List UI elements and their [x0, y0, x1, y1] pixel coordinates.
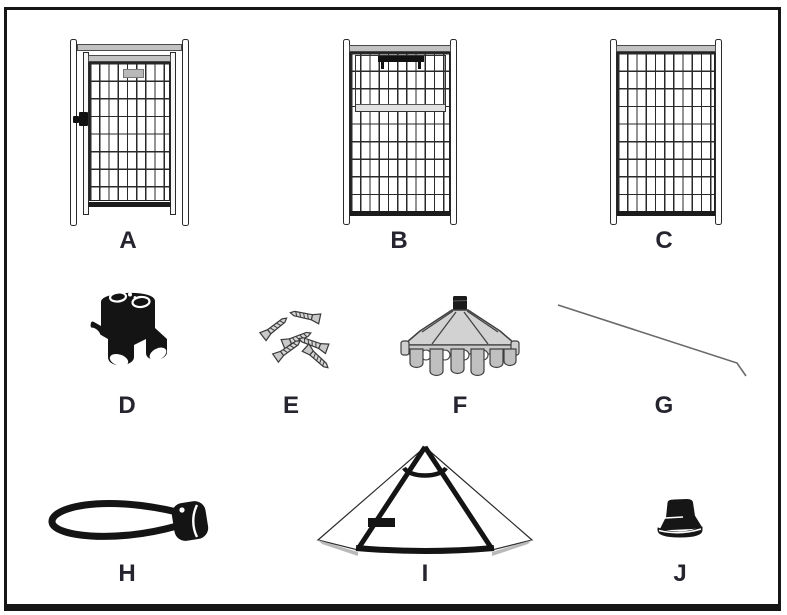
mesh-panel-right-post	[715, 39, 722, 225]
label-part-g: G	[654, 392, 674, 419]
door-frame	[355, 55, 446, 112]
corner-connector-icon	[87, 291, 167, 366]
gate-right-post	[182, 39, 189, 226]
page-border-frame	[4, 7, 781, 611]
mesh-panel-top-bar	[616, 45, 716, 52]
label-part-a: A	[119, 227, 137, 254]
label-part-b: B	[390, 227, 408, 254]
door-handle-foot-right	[418, 62, 421, 69]
gate-door-right-rail	[170, 52, 176, 215]
gate-latch-knob-icon	[73, 116, 79, 123]
gate-latch-icon	[79, 112, 88, 126]
canopy-cover-icon	[316, 445, 534, 556]
gate-left-post	[70, 39, 77, 226]
roof-pole-icon	[557, 304, 747, 377]
mesh-panel-mesh	[617, 52, 715, 216]
gate-top-bar	[77, 44, 182, 51]
gate-label-plate	[123, 69, 144, 78]
door-panel-top-bar	[349, 45, 451, 52]
mesh-panel-left-post	[610, 39, 617, 225]
door-panel-mesh	[350, 52, 450, 216]
mesh-panel-illustration	[610, 39, 722, 225]
door-panel-right-post	[450, 39, 457, 225]
door-panel-bottom-bar	[350, 211, 450, 216]
label-part-c: C	[655, 227, 673, 254]
door-handle-foot-left	[381, 62, 384, 69]
gate-door-left-rail	[83, 52, 89, 215]
label-part-e: E	[282, 392, 299, 419]
screws-icon	[259, 307, 332, 373]
door-bottom-rail	[356, 104, 445, 111]
bungee-ball-tie-icon	[48, 500, 209, 541]
gate-mesh	[89, 62, 170, 201]
label-part-j: J	[673, 560, 687, 587]
door-panel-illustration	[343, 39, 457, 225]
pole-cap-icon	[657, 499, 703, 538]
gate-door-top-bar	[88, 55, 171, 62]
mesh-panel-bottom-bar	[617, 211, 715, 216]
gate-panel-illustration	[70, 39, 189, 226]
label-part-h: H	[118, 560, 136, 587]
roof-hub-icon	[400, 296, 520, 377]
label-part-f: F	[452, 392, 468, 419]
gate-bottom-bar	[88, 202, 171, 207]
label-part-d: D	[118, 392, 136, 419]
gate-door	[73, 52, 176, 215]
door-panel-left-post	[343, 39, 350, 225]
label-part-i: I	[421, 560, 429, 587]
door-handle-bar	[378, 56, 424, 62]
